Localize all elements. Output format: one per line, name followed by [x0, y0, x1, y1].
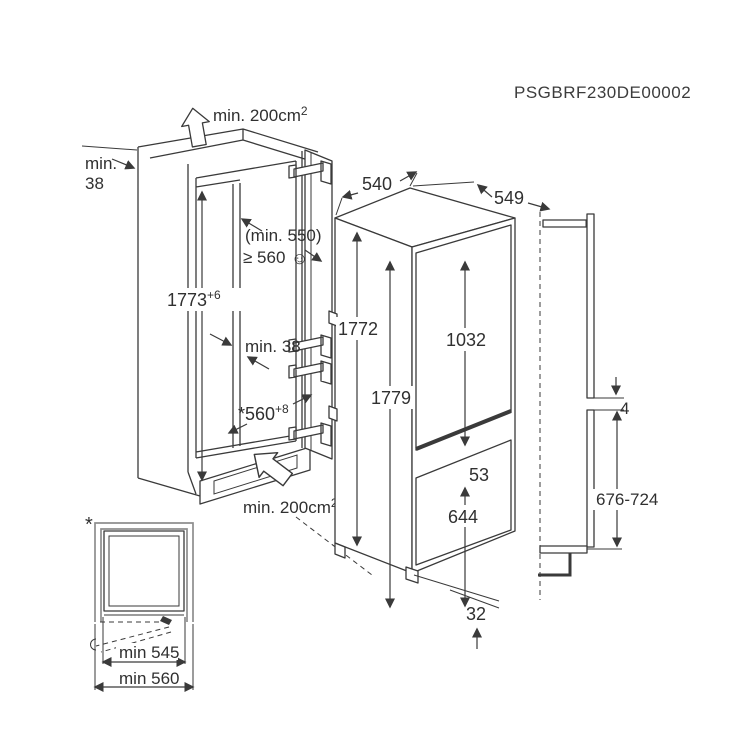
- plan-wall-outer: [94, 522, 194, 622]
- inner-width-label: min 545: [119, 643, 179, 662]
- depth-note-label: (min. 550): [245, 226, 322, 245]
- lower-panel-label-bg: [592, 489, 659, 510]
- product-code: PSGBRF230DE00002: [514, 83, 691, 102]
- panel-side-view: 4 676-724: [538, 212, 659, 600]
- plan-view: * min 545 min 560: [85, 514, 195, 692]
- depth-min-arrow: [304, 249, 323, 262]
- width-arrow-right: [399, 171, 418, 182]
- depth-note-arrow: [240, 218, 263, 232]
- bottom-vent-label: min. 200cm2: [243, 496, 338, 517]
- plan-door-swing-dashes: [95, 621, 172, 653]
- plinth-leader-dashed: [295, 516, 373, 576]
- plan-extension-lines: [94, 617, 194, 690]
- vent-up-arrow-icon: [181, 107, 210, 148]
- lower-door-label-bg: [446, 505, 486, 527]
- top-clearance-label-line1: min.: [85, 154, 117, 173]
- width-label: 540: [362, 174, 392, 194]
- plan-swing-arc: [90, 638, 97, 651]
- plinth-step-side: [538, 553, 572, 577]
- lower-panel-label: 676-724: [596, 490, 658, 509]
- appliance-view: 540 549 1772 1779 1032 53 644 32: [328, 171, 551, 649]
- cabinet-door: [304, 149, 333, 460]
- panel-gap-ticks: [587, 397, 624, 550]
- outer-width-label: min 560: [119, 669, 179, 688]
- door-hinge-icon: [288, 160, 332, 185]
- niche-cabinet-outline: [137, 128, 319, 497]
- door-gap-label-bg: [466, 465, 494, 485]
- depth-arrow-left: [476, 184, 493, 198]
- plan-wall-inner: [100, 528, 188, 622]
- niche-height-label: 1773+6: [167, 288, 221, 310]
- floor-leader-lines: [413, 574, 500, 609]
- bottom-panel-side: [539, 545, 588, 554]
- plan-asterisk-label: *: [85, 514, 93, 536]
- body-height-label: 1772: [338, 319, 378, 339]
- smiley-icon: ☺: [291, 249, 308, 268]
- width-arrow-left: [341, 189, 359, 200]
- door-hinge-icon: [288, 334, 332, 359]
- panel-gap-label: 4: [620, 399, 629, 418]
- niche-view: min. 200cm2 min. 38 1773+6 (min. 550) ≥ …: [81, 104, 373, 576]
- niche-height-label-bg: [163, 288, 241, 311]
- inner-width-label-bg: [116, 643, 178, 660]
- niche-depth-arrow-right: [292, 394, 313, 405]
- vent-bottom-arrow-icon: [253, 452, 294, 487]
- door-gap-label: 53: [469, 465, 489, 485]
- depth-extension-line: [412, 181, 475, 187]
- lower-door-panel-side: [586, 409, 595, 548]
- top-clearance-arrow: [111, 158, 136, 170]
- niche-depth-arrow-left: [227, 423, 248, 434]
- top-vent-label: min. 200cm2: [213, 104, 308, 125]
- depth-label: 549: [494, 188, 524, 208]
- niche-depth-label: *560+8: [238, 402, 289, 424]
- rear-clearance-arrow-upper: [209, 333, 233, 346]
- rear-clearance-arrow-lower: [246, 356, 270, 370]
- outer-width-label-bg: [116, 669, 180, 685]
- upper-door-panel-side: [586, 213, 595, 399]
- body-height-label-bg: [336, 317, 380, 340]
- plan-appliance-inner: [104, 535, 184, 616]
- plinth-height-label: 32: [466, 604, 486, 624]
- rear-clearance-label: min. 38: [245, 337, 301, 356]
- plan-hinge-mark: [160, 616, 172, 625]
- upper-door-label: 1032: [446, 330, 486, 350]
- upper-door-label-bg: [444, 328, 488, 351]
- top-panel-side: [542, 219, 593, 228]
- door-hinge-icon: [288, 422, 332, 447]
- depth-min-label: ≥ 560: [243, 248, 285, 267]
- total-height-label-bg: [369, 386, 413, 409]
- total-height-label: 1779: [371, 388, 411, 408]
- depth-arrow-right: [527, 201, 551, 212]
- top-clearance-leader: [81, 145, 138, 151]
- plan-appliance-body: [103, 530, 185, 612]
- door-hinge-icon: [288, 360, 332, 385]
- lower-door-label: 644: [448, 507, 478, 527]
- appliance-feet-and-hinges: [328, 310, 419, 584]
- top-clearance-label-line2: 38: [85, 174, 104, 193]
